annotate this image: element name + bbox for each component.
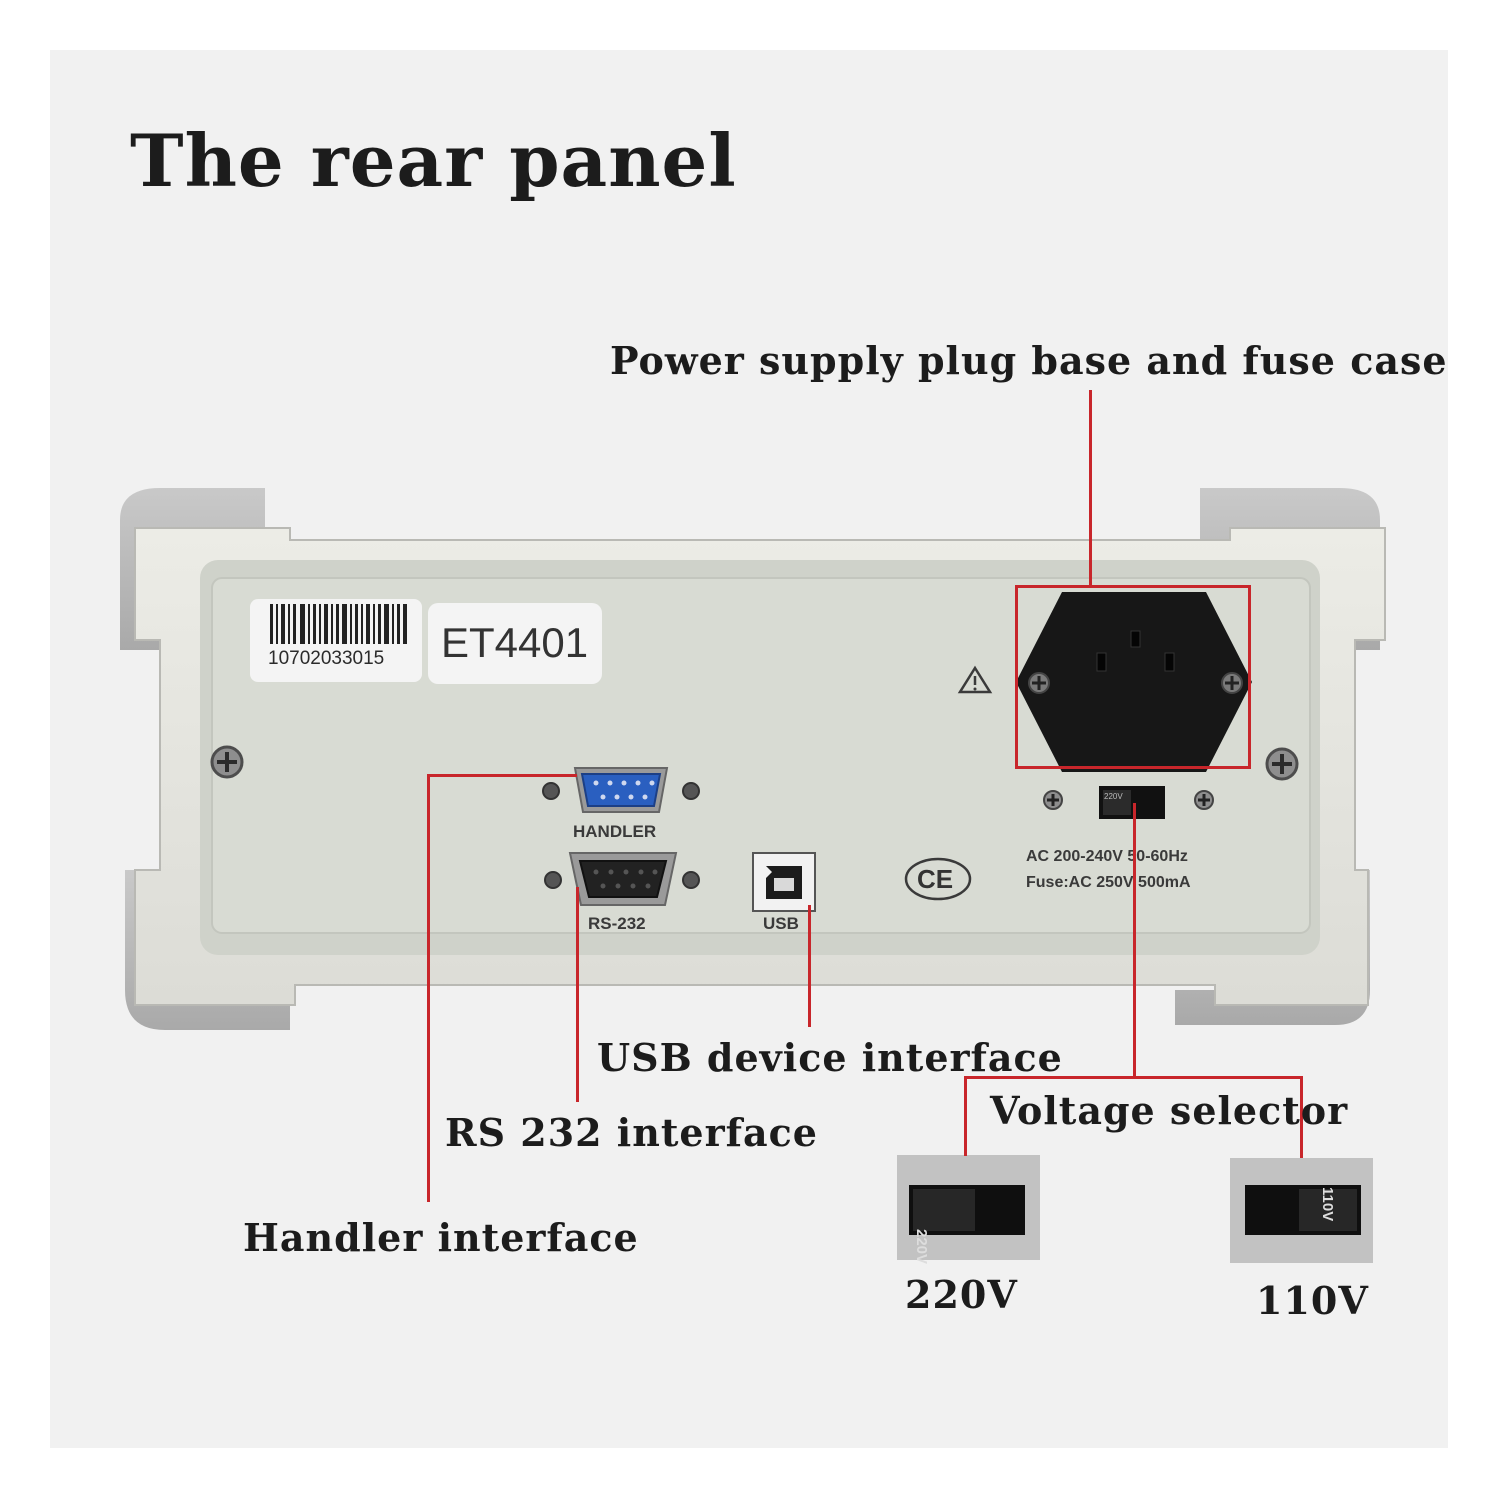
voltage-callout-line	[1133, 803, 1136, 1078]
rs232-callout-label: RS 232 interface	[445, 1110, 818, 1155]
switch-220v-text: 220V	[913, 1229, 930, 1265]
switch-220v-illustration	[897, 1155, 1040, 1260]
rs232-port	[544, 852, 700, 906]
power-inlet	[1016, 592, 1252, 772]
voltage-110v-label: 110V	[1256, 1278, 1369, 1323]
voltage-switch-panel	[1043, 786, 1214, 819]
voltage-220v-label: 220V	[905, 1272, 1018, 1317]
voltage-callout-label: Voltage selector	[990, 1088, 1349, 1133]
page-title: The rear panel	[130, 118, 737, 203]
warning-icon	[957, 665, 993, 694]
voltage-callout-branch	[964, 1076, 1303, 1079]
ce-mark-outline	[904, 857, 972, 901]
usb-callout-line	[808, 905, 811, 1027]
panel-switch-label: 220V	[1104, 792, 1123, 801]
handler-callout-label: Handler interface	[243, 1215, 639, 1260]
serial-number: 10702033015	[268, 648, 385, 669]
ce-mark: CE	[917, 864, 954, 894]
handler-port	[542, 767, 700, 813]
rs232-port-label: RS-232	[588, 914, 646, 933]
model-sticker	[428, 603, 602, 684]
power-callout-line	[1089, 390, 1092, 586]
usb-port	[752, 852, 816, 912]
rating-line-1: AC 200-240V 50-60Hz	[1026, 848, 1188, 865]
handler-port-label: HANDLER	[573, 822, 657, 841]
power-inlet-highlight	[1015, 585, 1251, 769]
barcode	[270, 604, 407, 644]
usb-callout-label: USB device interface	[597, 1035, 1063, 1080]
panel-screws	[210, 745, 1299, 781]
switch-110v-text: 110V	[1319, 1187, 1336, 1222]
rs232-callout-line	[576, 887, 579, 1102]
voltage-220-branch	[964, 1076, 967, 1156]
handler-callout-line	[427, 774, 430, 1202]
power-callout-label: Power supply plug base and fuse case	[610, 338, 1448, 383]
model-number: ET4401	[441, 619, 589, 666]
switch-110v-illustration	[1230, 1158, 1373, 1263]
voltage-110-branch	[1300, 1076, 1303, 1158]
usb-port-label: USB	[763, 914, 799, 933]
rating-line-2: Fuse:AC 250V 500mA	[1026, 874, 1191, 891]
handler-callout-leader	[427, 774, 577, 777]
